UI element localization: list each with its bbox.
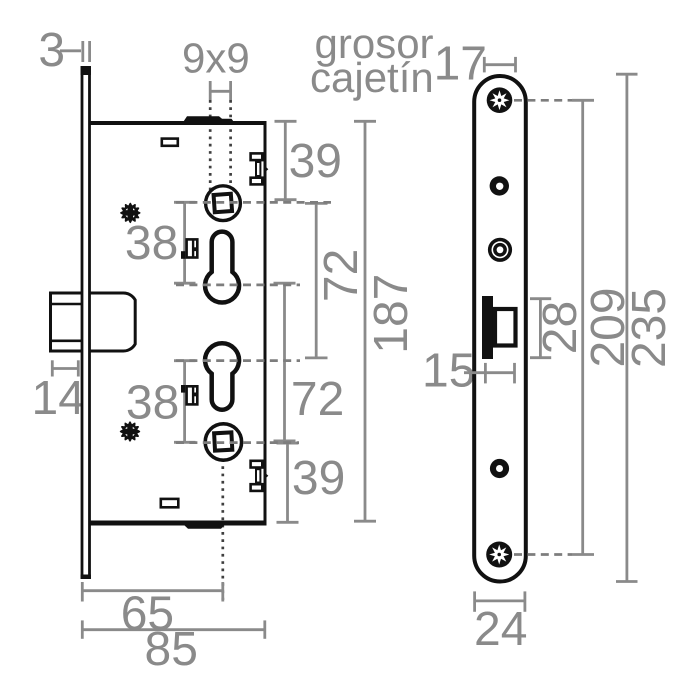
svg-text:65: 65	[121, 588, 174, 641]
svg-text:39: 39	[292, 452, 345, 505]
svg-text:24: 24	[474, 603, 527, 656]
svg-text:28: 28	[534, 301, 587, 354]
svg-text:235: 235	[623, 288, 676, 368]
svg-text:17: 17	[434, 38, 487, 91]
svg-text:85: 85	[145, 623, 198, 676]
svg-text:72: 72	[291, 373, 344, 426]
svg-text:72: 72	[315, 249, 368, 302]
svg-text:39: 39	[289, 135, 342, 188]
svg-text:209: 209	[582, 287, 635, 367]
svg-text:187: 187	[365, 274, 418, 354]
svg-text:14: 14	[32, 372, 85, 425]
svg-text:grosor: grosor	[315, 20, 434, 67]
svg-text:9x9: 9x9	[182, 35, 250, 82]
svg-text:15: 15	[422, 345, 475, 398]
svg-text:38: 38	[125, 217, 178, 270]
svg-text:38: 38	[126, 377, 179, 430]
svg-text:3: 3	[38, 24, 65, 77]
svg-text:cajetín: cajetín	[310, 54, 434, 101]
